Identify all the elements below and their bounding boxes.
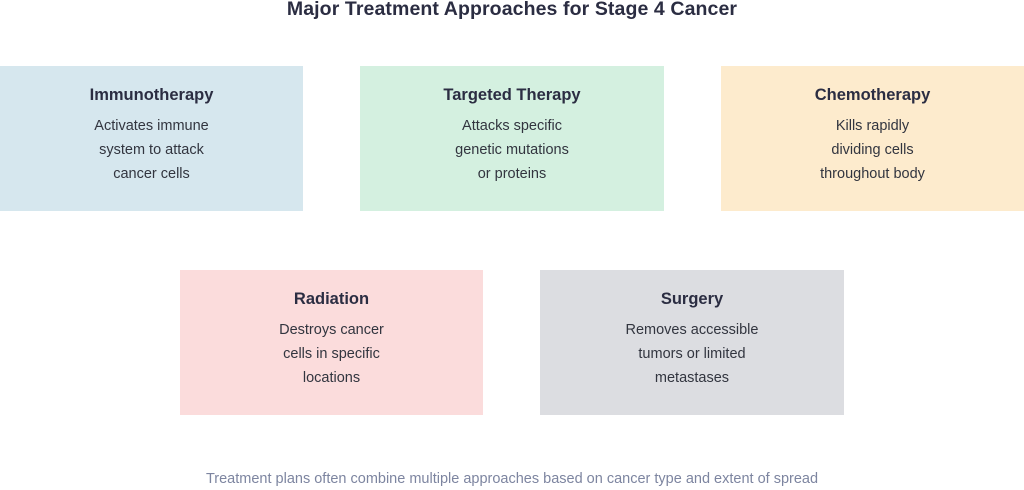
card-description-targeted-therapy: Attacks specific genetic mutations or pr… bbox=[455, 118, 569, 182]
card-title-chemotherapy: Chemotherapy bbox=[814, 86, 931, 104]
card-immunotherapy: Immunotherapy Activates immune system to… bbox=[0, 66, 303, 211]
card-title-targeted-therapy: Targeted Therapy bbox=[443, 86, 581, 104]
footer-note: Treatment plans often combine multiple a… bbox=[205, 471, 819, 487]
card-chemotherapy: Chemotherapy Kills rapidly dividing cell… bbox=[721, 66, 1024, 211]
card-description-surgery: Removes accessible tumors or limited met… bbox=[625, 322, 759, 386]
card-radiation: Radiation Destroys cancer cells in speci… bbox=[180, 270, 483, 415]
card-description-chemotherapy: Kills rapidly dividing cells throughout … bbox=[820, 118, 925, 182]
card-description-radiation: Destroys cancer cells in specific locati… bbox=[279, 322, 384, 386]
card-title-immunotherapy: Immunotherapy bbox=[89, 86, 214, 104]
page-title: Major Treatment Approaches for Stage 4 C… bbox=[286, 0, 738, 20]
card-targeted-therapy: Targeted Therapy Attacks specific geneti… bbox=[360, 66, 664, 211]
card-title-radiation: Radiation bbox=[293, 290, 370, 308]
card-title-surgery: Surgery bbox=[660, 290, 724, 308]
card-description-immunotherapy: Activates immune system to attack cancer… bbox=[94, 118, 209, 182]
card-surgery: Surgery Removes accessible tumors or lim… bbox=[540, 270, 844, 415]
